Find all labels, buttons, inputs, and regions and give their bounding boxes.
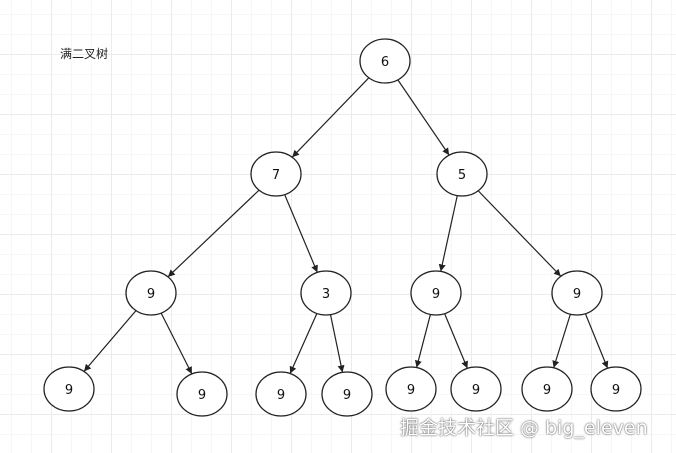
node-label: 9 (407, 383, 415, 398)
tree-node-n9e: 9 (176, 371, 228, 417)
tree-node-n9f: 9 (255, 371, 307, 417)
node-label: 9 (147, 287, 155, 302)
node-label: 6 (381, 55, 389, 70)
edge-arrow-n3-n9f (289, 313, 318, 374)
edge-arrow-n9b-n9i (444, 313, 468, 369)
edge-arrow-n7-n3 (284, 194, 318, 273)
node-label: 9 (543, 383, 551, 398)
edge-arrow-n9a-n9d (83, 310, 137, 372)
edge-arrow-n6-n5 (397, 79, 450, 156)
tree-node-n9k: 9 (590, 366, 642, 412)
tree-node-n5: 5 (436, 151, 488, 197)
edge-arrow-n9b-n9h (414, 314, 431, 368)
node-label: 7 (272, 168, 280, 183)
node-label: 9 (573, 287, 581, 302)
edge-arrow-n9c-n9k (584, 313, 609, 369)
node-ellipse (176, 371, 228, 417)
node-ellipse (410, 270, 462, 316)
edge-arrow-n3-n9g (329, 314, 345, 373)
node-label: 9 (65, 383, 73, 398)
tree-node-n9i: 9 (450, 366, 502, 412)
tree-node-n9j: 9 (521, 366, 573, 412)
node-ellipse (321, 371, 373, 417)
node-label: 9 (472, 383, 480, 398)
edge-arrow-n9c-n9j (552, 314, 571, 368)
node-ellipse (43, 366, 95, 412)
tree-node-n9b: 9 (410, 270, 462, 316)
tree-node-n9h: 9 (385, 366, 437, 412)
watermark: 掘金技术社区 @ big_eleven (400, 417, 648, 439)
node-ellipse (436, 151, 488, 197)
node-label: 9 (198, 388, 206, 403)
tree-node-n7: 7 (250, 151, 302, 197)
tree-node-n9c: 9 (551, 270, 603, 316)
node-label: 9 (277, 388, 285, 403)
node-label: 9 (612, 383, 620, 398)
node-ellipse (359, 38, 411, 84)
node-label: 5 (458, 168, 466, 183)
edges-layer (83, 77, 609, 375)
node-label: 9 (343, 388, 351, 403)
tree-node-n3: 3 (300, 270, 352, 316)
node-ellipse (521, 366, 573, 412)
node-ellipse (300, 270, 352, 316)
tree-node-n9g: 9 (321, 371, 373, 417)
node-label: 9 (432, 287, 440, 302)
edge-arrow-n5-n9b (438, 195, 458, 272)
edge-arrow-n6-n7 (291, 77, 370, 158)
node-ellipse (385, 366, 437, 412)
node-ellipse (450, 366, 502, 412)
edge-arrow-n7-n9a (167, 189, 260, 278)
node-ellipse (590, 366, 642, 412)
tree-node-n9a: 9 (125, 270, 177, 316)
node-ellipse (255, 371, 307, 417)
diagram-title: 满二叉树 (60, 47, 109, 61)
tree-node-n6: 6 (359, 38, 411, 84)
edge-arrow-n5-n9c (477, 190, 562, 277)
edge-arrow-n9a-n9e (160, 312, 193, 375)
node-ellipse (250, 151, 302, 197)
node-ellipse (551, 270, 603, 316)
node-ellipse (125, 270, 177, 316)
node-label: 3 (322, 287, 330, 302)
tree-node-n9d: 9 (43, 366, 95, 412)
nodes-layer: 6 7 5 9 3 9 9 9 9 9 9 9 9 9 9 (43, 38, 642, 417)
